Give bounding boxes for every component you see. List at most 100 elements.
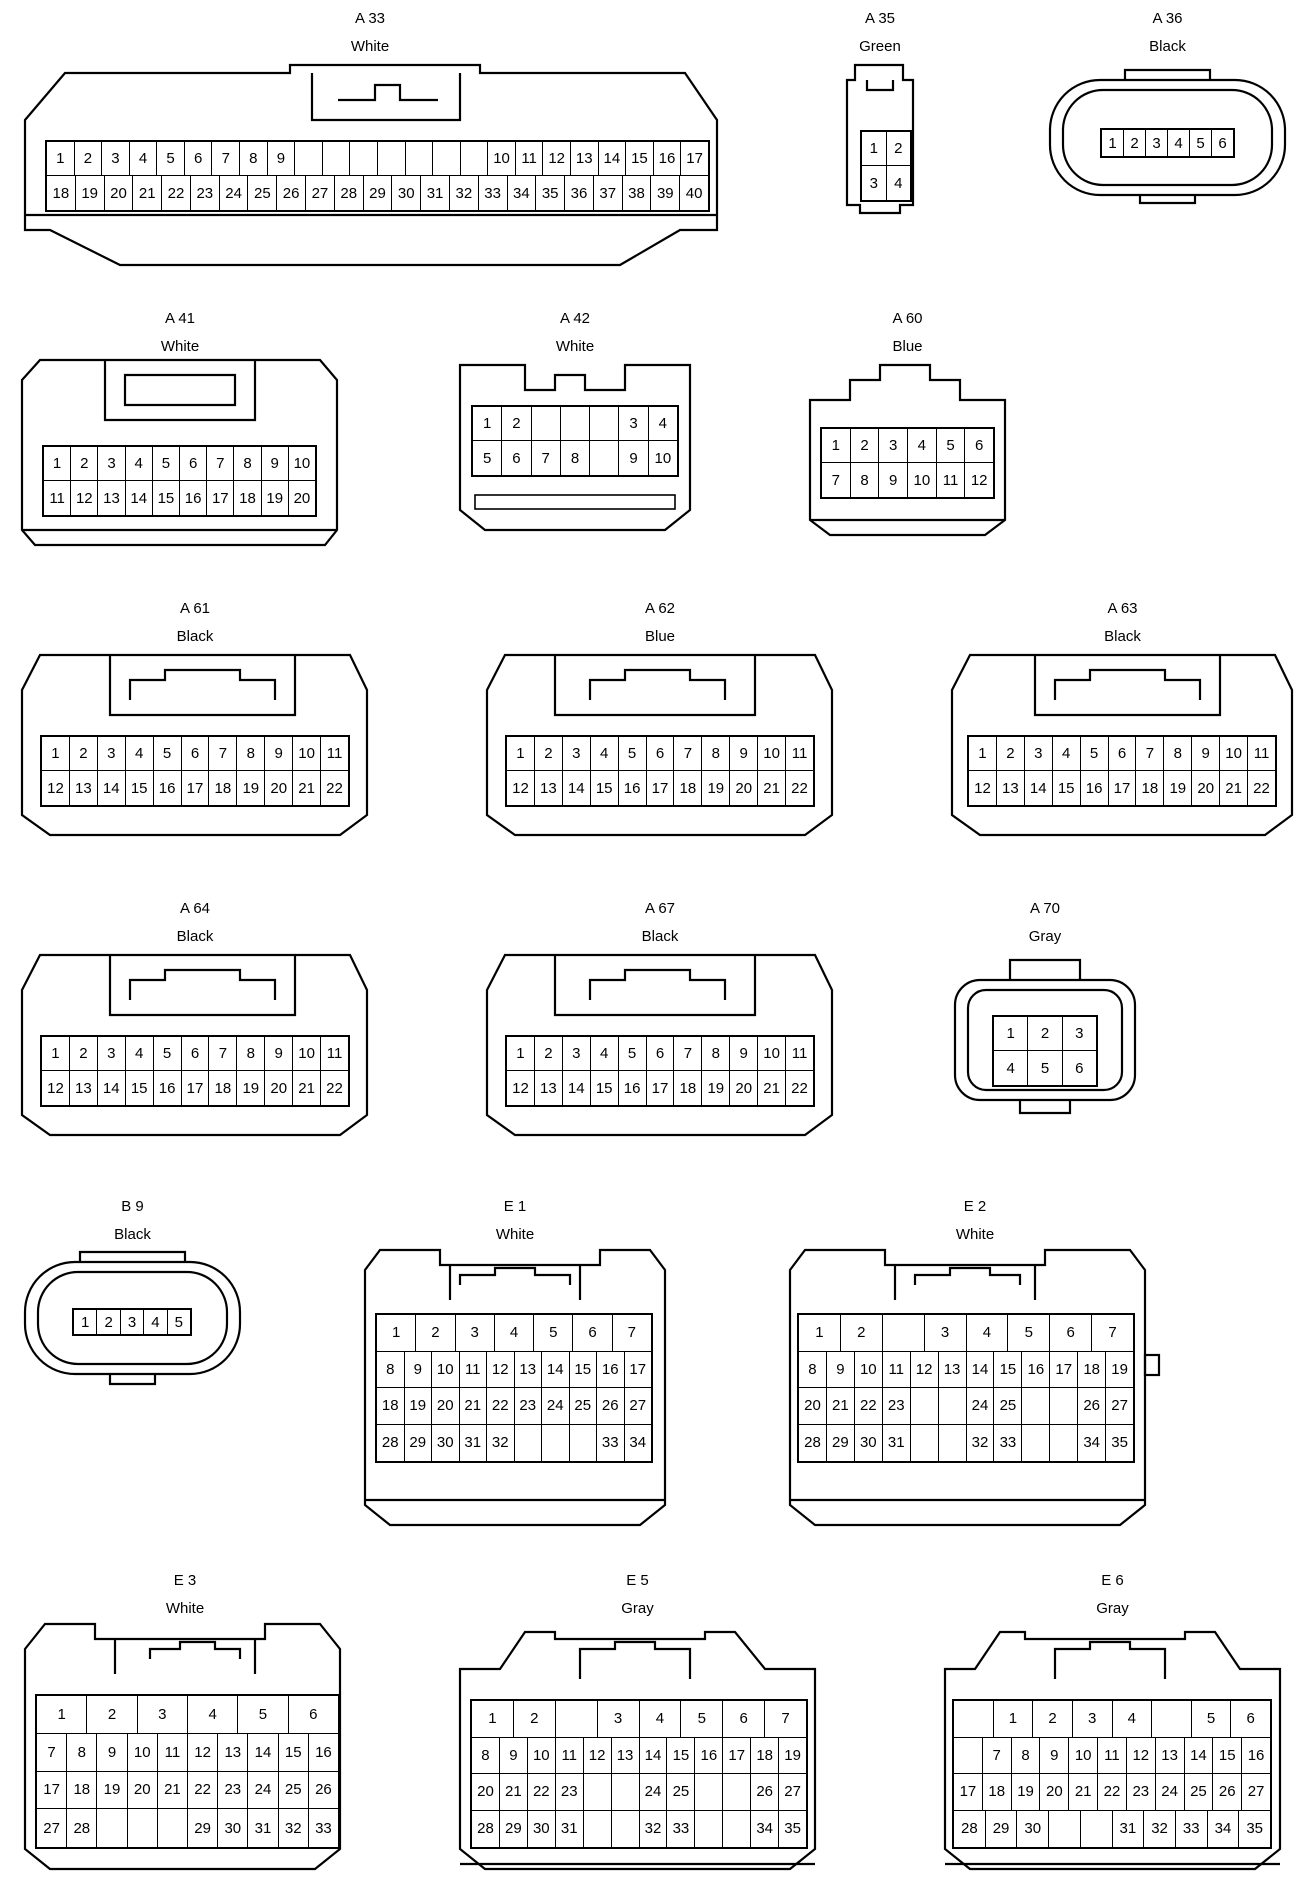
pin-cell: 3 (137, 1696, 188, 1734)
pin-cell: 13 (98, 481, 126, 515)
pin-cavity-blank (1080, 1810, 1113, 1847)
connector-housing-outline (1048, 68, 1287, 205)
pin-cell: 18 (1136, 771, 1165, 805)
pin-cell: 26 (277, 176, 307, 210)
pin-cell: 6 (646, 737, 675, 771)
pin-cell: 8 (67, 1733, 98, 1772)
pin-cell: 18 (67, 1771, 98, 1810)
connector-color: Black (1104, 628, 1141, 645)
pin-cell: 5 (153, 737, 182, 771)
pin-cell: 27 (624, 1388, 651, 1425)
pin-cell: 7 (674, 737, 703, 771)
pin-cell: 16 (695, 1737, 724, 1774)
pin-cell: 30 (1017, 1810, 1050, 1847)
pin-cell: 7 (207, 447, 235, 481)
pin-cell: 5 (153, 1037, 182, 1071)
pin-cell: 15 (125, 1071, 154, 1105)
connector-code: A 64 (179, 900, 211, 917)
pin-cell: 21 (157, 1771, 189, 1810)
pin-cell: 12 (969, 771, 997, 805)
pin-cavity-blank (1022, 1388, 1051, 1425)
pin-cell: 1 (473, 407, 503, 441)
pin-cell: 36 (565, 176, 594, 210)
pin-cell: 24 (248, 1771, 279, 1810)
pin-cavity-blank (910, 1424, 939, 1461)
pin-cell: 22 (786, 1071, 813, 1105)
pin-cell: 5 (157, 142, 185, 176)
pin-cell: 10 (432, 1351, 460, 1388)
connector-code: E 2 (963, 1198, 987, 1215)
pin-cell: 1 (969, 737, 997, 771)
pin-cell: 9 (404, 1351, 432, 1388)
pin-cell: 2 (74, 142, 103, 176)
pin-cell: 7 (212, 142, 241, 176)
pin-cell: 22 (786, 771, 813, 805)
pin-cell: 10 (288, 447, 316, 481)
pin-cell: 22 (1248, 771, 1275, 805)
pin-cell: 21 (758, 771, 787, 805)
pin-cell: 23 (1126, 1774, 1156, 1811)
pin-cell: 31 (459, 1424, 487, 1461)
pin-cell: 26 (308, 1771, 339, 1810)
pin-cell: 14 (966, 1351, 995, 1388)
pin-cell: 34 (1078, 1424, 1107, 1461)
pin-cell: 32 (449, 176, 479, 210)
pin-cell: 22 (188, 1771, 219, 1810)
pin-cell: 5 (1008, 1315, 1051, 1352)
pin-cell: 2 (513, 1701, 556, 1738)
pin-cell: 8 (377, 1351, 405, 1388)
pin-cell: 13 (218, 1733, 249, 1772)
pin-cell: 33 (667, 1810, 696, 1847)
pin-cell: 31 (1112, 1810, 1145, 1847)
pin-cell: 20 (1040, 1774, 1070, 1811)
pin-cell: 25 (278, 1771, 309, 1810)
pin-cell: 6 (1231, 1701, 1270, 1738)
pin-cavity-blank (695, 1810, 724, 1847)
pin-cell: 2 (996, 737, 1025, 771)
pin-cell: 4 (1112, 1701, 1153, 1738)
pin-cell: 19 (1011, 1774, 1041, 1811)
pin-cell: 18 (1078, 1351, 1107, 1388)
connector-color: White (495, 1226, 535, 1243)
pin-cell: 7 (674, 1037, 703, 1071)
pin-cell: 4 (966, 1315, 1009, 1352)
pin-cell: 18 (674, 1071, 703, 1105)
pin-cell: 16 (153, 1071, 182, 1105)
connector-code: A 70 (1029, 900, 1061, 917)
pin-cell: 34 (624, 1424, 651, 1461)
pin-cell: 11 (1248, 737, 1275, 771)
pin-cell: 14 (97, 771, 126, 805)
pin-cell: 14 (562, 771, 591, 805)
pin-cell: 4 (125, 447, 153, 481)
pin-cell: 23 (514, 1388, 542, 1425)
pin-cell: 5 (1191, 1701, 1232, 1738)
connector-housing-outline (943, 1630, 1282, 1871)
pin-cell: 3 (1024, 737, 1053, 771)
pin-cell: 27 (37, 1809, 68, 1847)
pin-cell: 22 (321, 771, 348, 805)
connector-color: Black (114, 1226, 151, 1243)
pin-cell: 19 (75, 176, 105, 210)
pin-cell: 27 (1242, 1774, 1270, 1811)
pin-cell: 10 (854, 1351, 883, 1388)
pin-cavity-blank (350, 142, 378, 176)
pin-cell: 3 (924, 1315, 967, 1352)
pin-cell: 33 (308, 1809, 339, 1847)
pin-cell: 22 (854, 1388, 883, 1425)
pin-cell: 4 (908, 429, 937, 463)
